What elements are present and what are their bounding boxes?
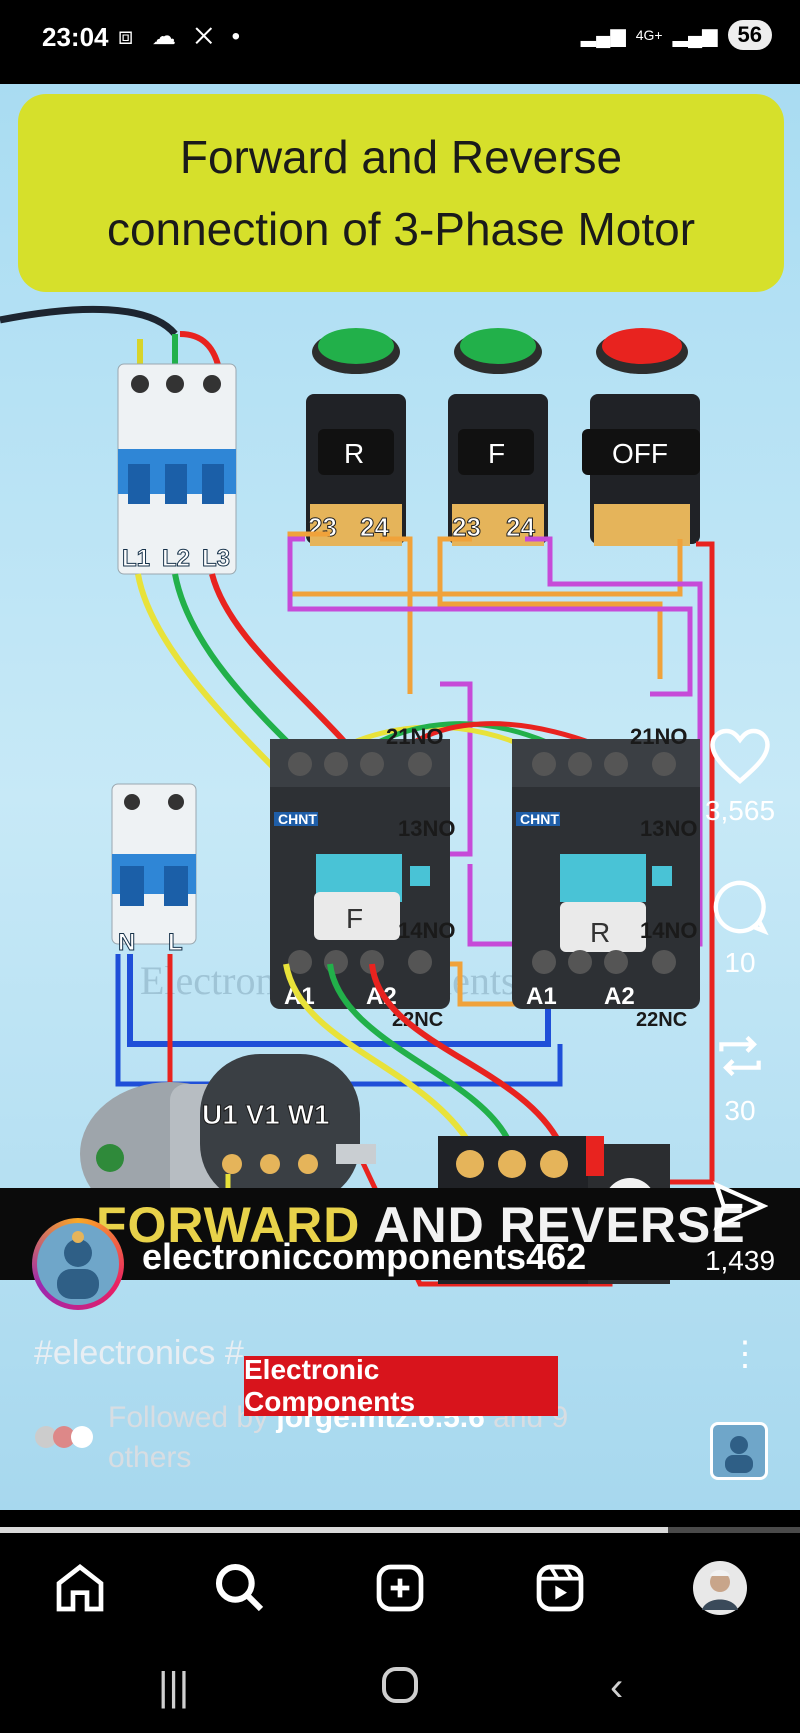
contactor-f-22nc: 22NC (392, 1009, 443, 1031)
share-count: 1,439 (704, 1245, 776, 1276)
contactor-f-label: F (346, 903, 363, 934)
profile-icon[interactable] (692, 1560, 748, 1616)
push-button-r-terminal-23: 23 (308, 512, 337, 542)
push-button-f-label: F (488, 438, 505, 469)
avatar-image-icon (37, 1223, 119, 1305)
like-count: 3,565 (704, 795, 776, 826)
video-title-line2: connection of 3-Phase Motor (106, 203, 696, 255)
breaker-3p-label-l3: L3 (202, 545, 230, 572)
contactor-f-14no: 14NO (398, 918, 455, 943)
push-button-f (448, 328, 548, 546)
contactor-f (270, 739, 450, 1009)
banner-forward: FORWARD (96, 1197, 361, 1253)
contactor-r-a1: A1 (526, 983, 557, 1010)
author-avatar[interactable] (32, 1218, 124, 1310)
breaker-3pole (117, 363, 237, 575)
status-bar: 23:04 ⧈ ☁ ✕ • ▂▄▆ 4G+ ▂▄▆ 56 (0, 0, 800, 84)
audio-thumbnail-icon[interactable] (710, 1422, 768, 1480)
contactor-f-brand: CHNT (278, 811, 317, 827)
contactor-r (512, 739, 700, 1009)
video-progress-bar[interactable] (0, 1527, 800, 1533)
capcut-icon: ✕ (194, 23, 219, 50)
home-system-icon[interactable] (380, 1665, 420, 1715)
wiring-diagram: Electronic Components L1 L2 L3 N L (0, 305, 715, 1287)
search-icon[interactable] (212, 1560, 268, 1616)
comment-icon[interactable] (711, 878, 769, 936)
repost-action[interactable]: 30 (685, 1028, 795, 1127)
battery-level: 56 (727, 20, 772, 50)
network-type: 4G+ (635, 27, 663, 43)
reels-icon[interactable] (532, 1560, 588, 1616)
dot-icon: • (231, 23, 246, 50)
status-time: 23:04 (42, 22, 109, 52)
video-title-line1: Forward and Reverse (179, 131, 623, 183)
push-button-off-label: OFF (612, 438, 668, 469)
send-icon[interactable] (712, 1178, 769, 1234)
cell-signal-icon: ▂▄▆ (672, 24, 718, 47)
reel-video[interactable]: Electronic Components L1 L2 L3 N L (0, 84, 800, 1510)
contactor-r-a2: A2 (604, 983, 635, 1010)
video-bottom-banner-text: FORWARD AND REVERSE (96, 1196, 746, 1254)
contactor-r-14no: 14NO (640, 918, 697, 943)
cloud-icon: ☁ (151, 23, 182, 50)
contactor-r-22nc: 22NC (636, 1009, 687, 1031)
contactor-r-brand: CHNT (520, 811, 559, 827)
heart-icon[interactable] (710, 728, 770, 784)
comment-count: 10 (724, 947, 756, 978)
back-icon[interactable]: ‹ (610, 1665, 624, 1709)
breaker-3p-label-l1: L1 (122, 545, 150, 572)
push-button-off (582, 328, 700, 546)
breaker-3p-label-l2: L2 (162, 545, 190, 572)
contactor-r-13no: 13NO (640, 816, 697, 841)
repost-count: 30 (724, 1095, 756, 1126)
motor-terminal-labels: U1 V1 W1 (202, 1099, 330, 1130)
like-action[interactable]: 3,565 (685, 728, 795, 827)
author-username[interactable]: electroniccomponents462 (142, 1236, 587, 1277)
home-icon[interactable] (52, 1560, 108, 1616)
status-right: ▂▄▆ 4G+ ▂▄▆ 56 (581, 20, 772, 50)
share-action[interactable]: 1,439 (685, 1178, 795, 1277)
video-progress-fill (0, 1527, 668, 1533)
video-bottom-banner (0, 1188, 800, 1280)
system-navigation (0, 1647, 800, 1733)
screen-record-icon: ⧈ (118, 23, 140, 50)
recent-apps-icon[interactable]: ||| (158, 1665, 190, 1709)
video-title-banner: Forward and Reverse connection of 3-Phas… (18, 94, 784, 292)
repost-icon[interactable] (712, 1028, 768, 1084)
breaker-2p-label-n: N (118, 929, 135, 956)
banner-and-reverse: AND REVERSE (373, 1197, 746, 1253)
brand-tag: Electronic Components (244, 1354, 558, 1417)
contactor-r-label: R (590, 917, 610, 948)
comment-action[interactable]: 10 (685, 878, 795, 979)
contactor-r-21no: 21NO (630, 724, 687, 749)
wifi-signal-icon: ▂▄▆ (580, 24, 626, 47)
status-left-icons: ⧈ ☁ ✕ • (118, 22, 246, 51)
breaker-2p-label-l: L (168, 929, 183, 956)
contactor-f-21no: 21NO (386, 724, 443, 749)
post-caption[interactable]: #electronics # ... (34, 1334, 282, 1372)
push-button-r-label: R (344, 438, 364, 469)
more-options-icon[interactable]: ⋮ (728, 1335, 762, 1373)
create-icon[interactable] (372, 1560, 428, 1616)
contactor-f-13no: 13NO (398, 816, 455, 841)
followed-prefix: Followed by (108, 1401, 277, 1434)
breaker-2pole (111, 783, 197, 945)
follower-avatars-icon (34, 1424, 98, 1450)
